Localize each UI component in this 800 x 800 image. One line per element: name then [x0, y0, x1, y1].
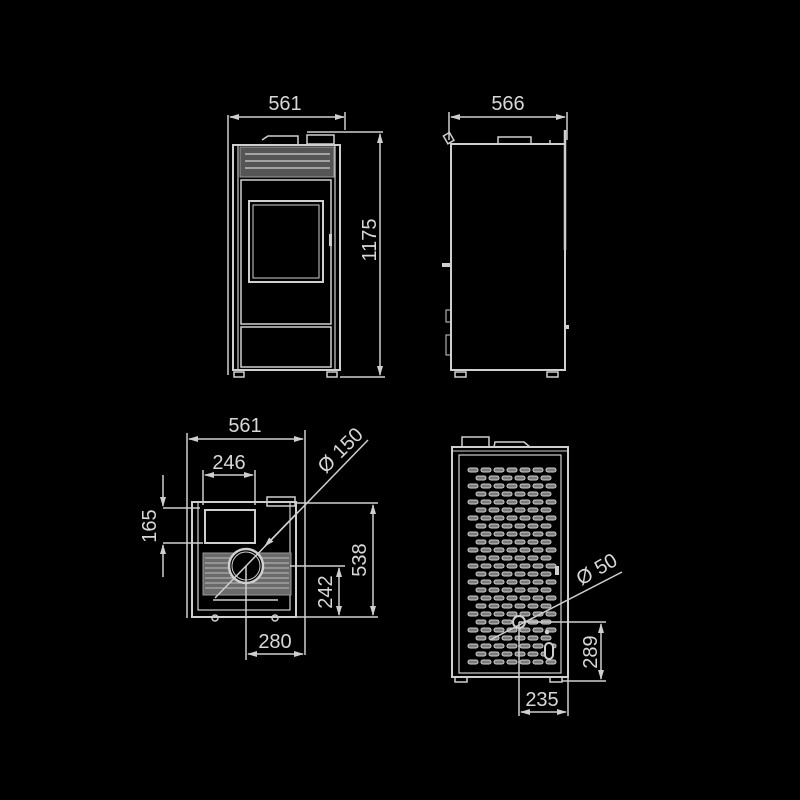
rear-vent-slots: [467, 467, 557, 665]
top-width-label: 561: [228, 415, 261, 437]
flue-diameter-label: Ø 150: [314, 424, 368, 478]
top-outlet-width-label: 246: [212, 452, 245, 474]
flue-depth-label: 538: [349, 543, 371, 576]
top-view: [160, 430, 378, 660]
front-height-label: 1175: [359, 218, 381, 261]
flue-height-label: 242: [315, 575, 337, 608]
front-width-label: 561: [268, 93, 301, 115]
top-outlet-offset-label: 165: [139, 509, 161, 542]
rear-view: [451, 436, 569, 683]
flue-x-label: 280: [258, 631, 291, 653]
front-view: [227, 112, 385, 378]
side-view: [442, 112, 569, 378]
rear-dimensions: [489, 566, 623, 716]
air-inlet-x-label: 235: [525, 689, 558, 711]
side-depth-label: 566: [491, 93, 524, 115]
air-inlet-height-label: 289: [580, 635, 602, 668]
